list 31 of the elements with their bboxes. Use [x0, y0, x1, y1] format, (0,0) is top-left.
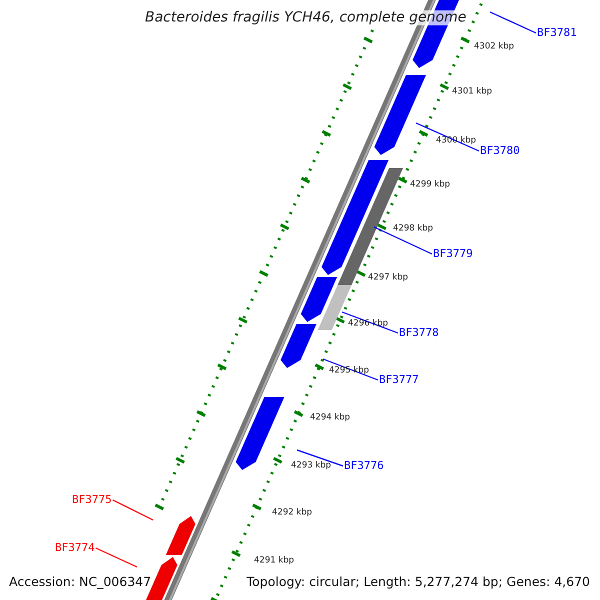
scale-label: 4299 kbp [410, 180, 450, 190]
leader-line [296, 449, 344, 467]
scale-label: 4298 kbp [393, 224, 434, 234]
gene-label: BF3775 [72, 494, 112, 506]
gene-label: BF3779 [433, 248, 473, 260]
gene-label: BF3774 [55, 542, 95, 554]
scale-label: 4296 kbp [348, 319, 388, 329]
leader-line [112, 499, 154, 521]
gene-label: BF3781 [537, 26, 577, 40]
scale-label: 4297 kbp [368, 273, 408, 283]
scale-label: 4294 kbp [310, 413, 350, 423]
scale-label: 4295 kbp [329, 366, 370, 376]
gene-label: BF3780 [480, 144, 520, 158]
scale-label: 4293 kbp [291, 461, 332, 471]
leader-line [322, 358, 378, 381]
gene-label: BF3777 [379, 374, 419, 386]
leader-line [416, 122, 480, 152]
scale-label: 4291 kbp [254, 556, 294, 566]
genome-info-text: Topology: circular; Length: 5,277,274 bp; Genes: 4,670 [246, 575, 590, 589]
leader-line [490, 11, 536, 34]
title: Bacteroides fragilis YCH46, complete genome [145, 10, 466, 26]
leader-line [342, 311, 398, 334]
leader-line [374, 226, 432, 255]
scale-label: 4301 kbp [452, 87, 492, 97]
scale-label: 4302 kbp [474, 42, 514, 52]
gene-label: BF3778 [399, 326, 439, 340]
gene-label: BF3776 [344, 460, 384, 472]
scale-label: 4292 kbp [272, 508, 312, 518]
leader-line [96, 547, 138, 568]
accession-text: Accession: NC_006347 [9, 575, 152, 589]
scale-label: 4300 kbp [436, 136, 476, 146]
